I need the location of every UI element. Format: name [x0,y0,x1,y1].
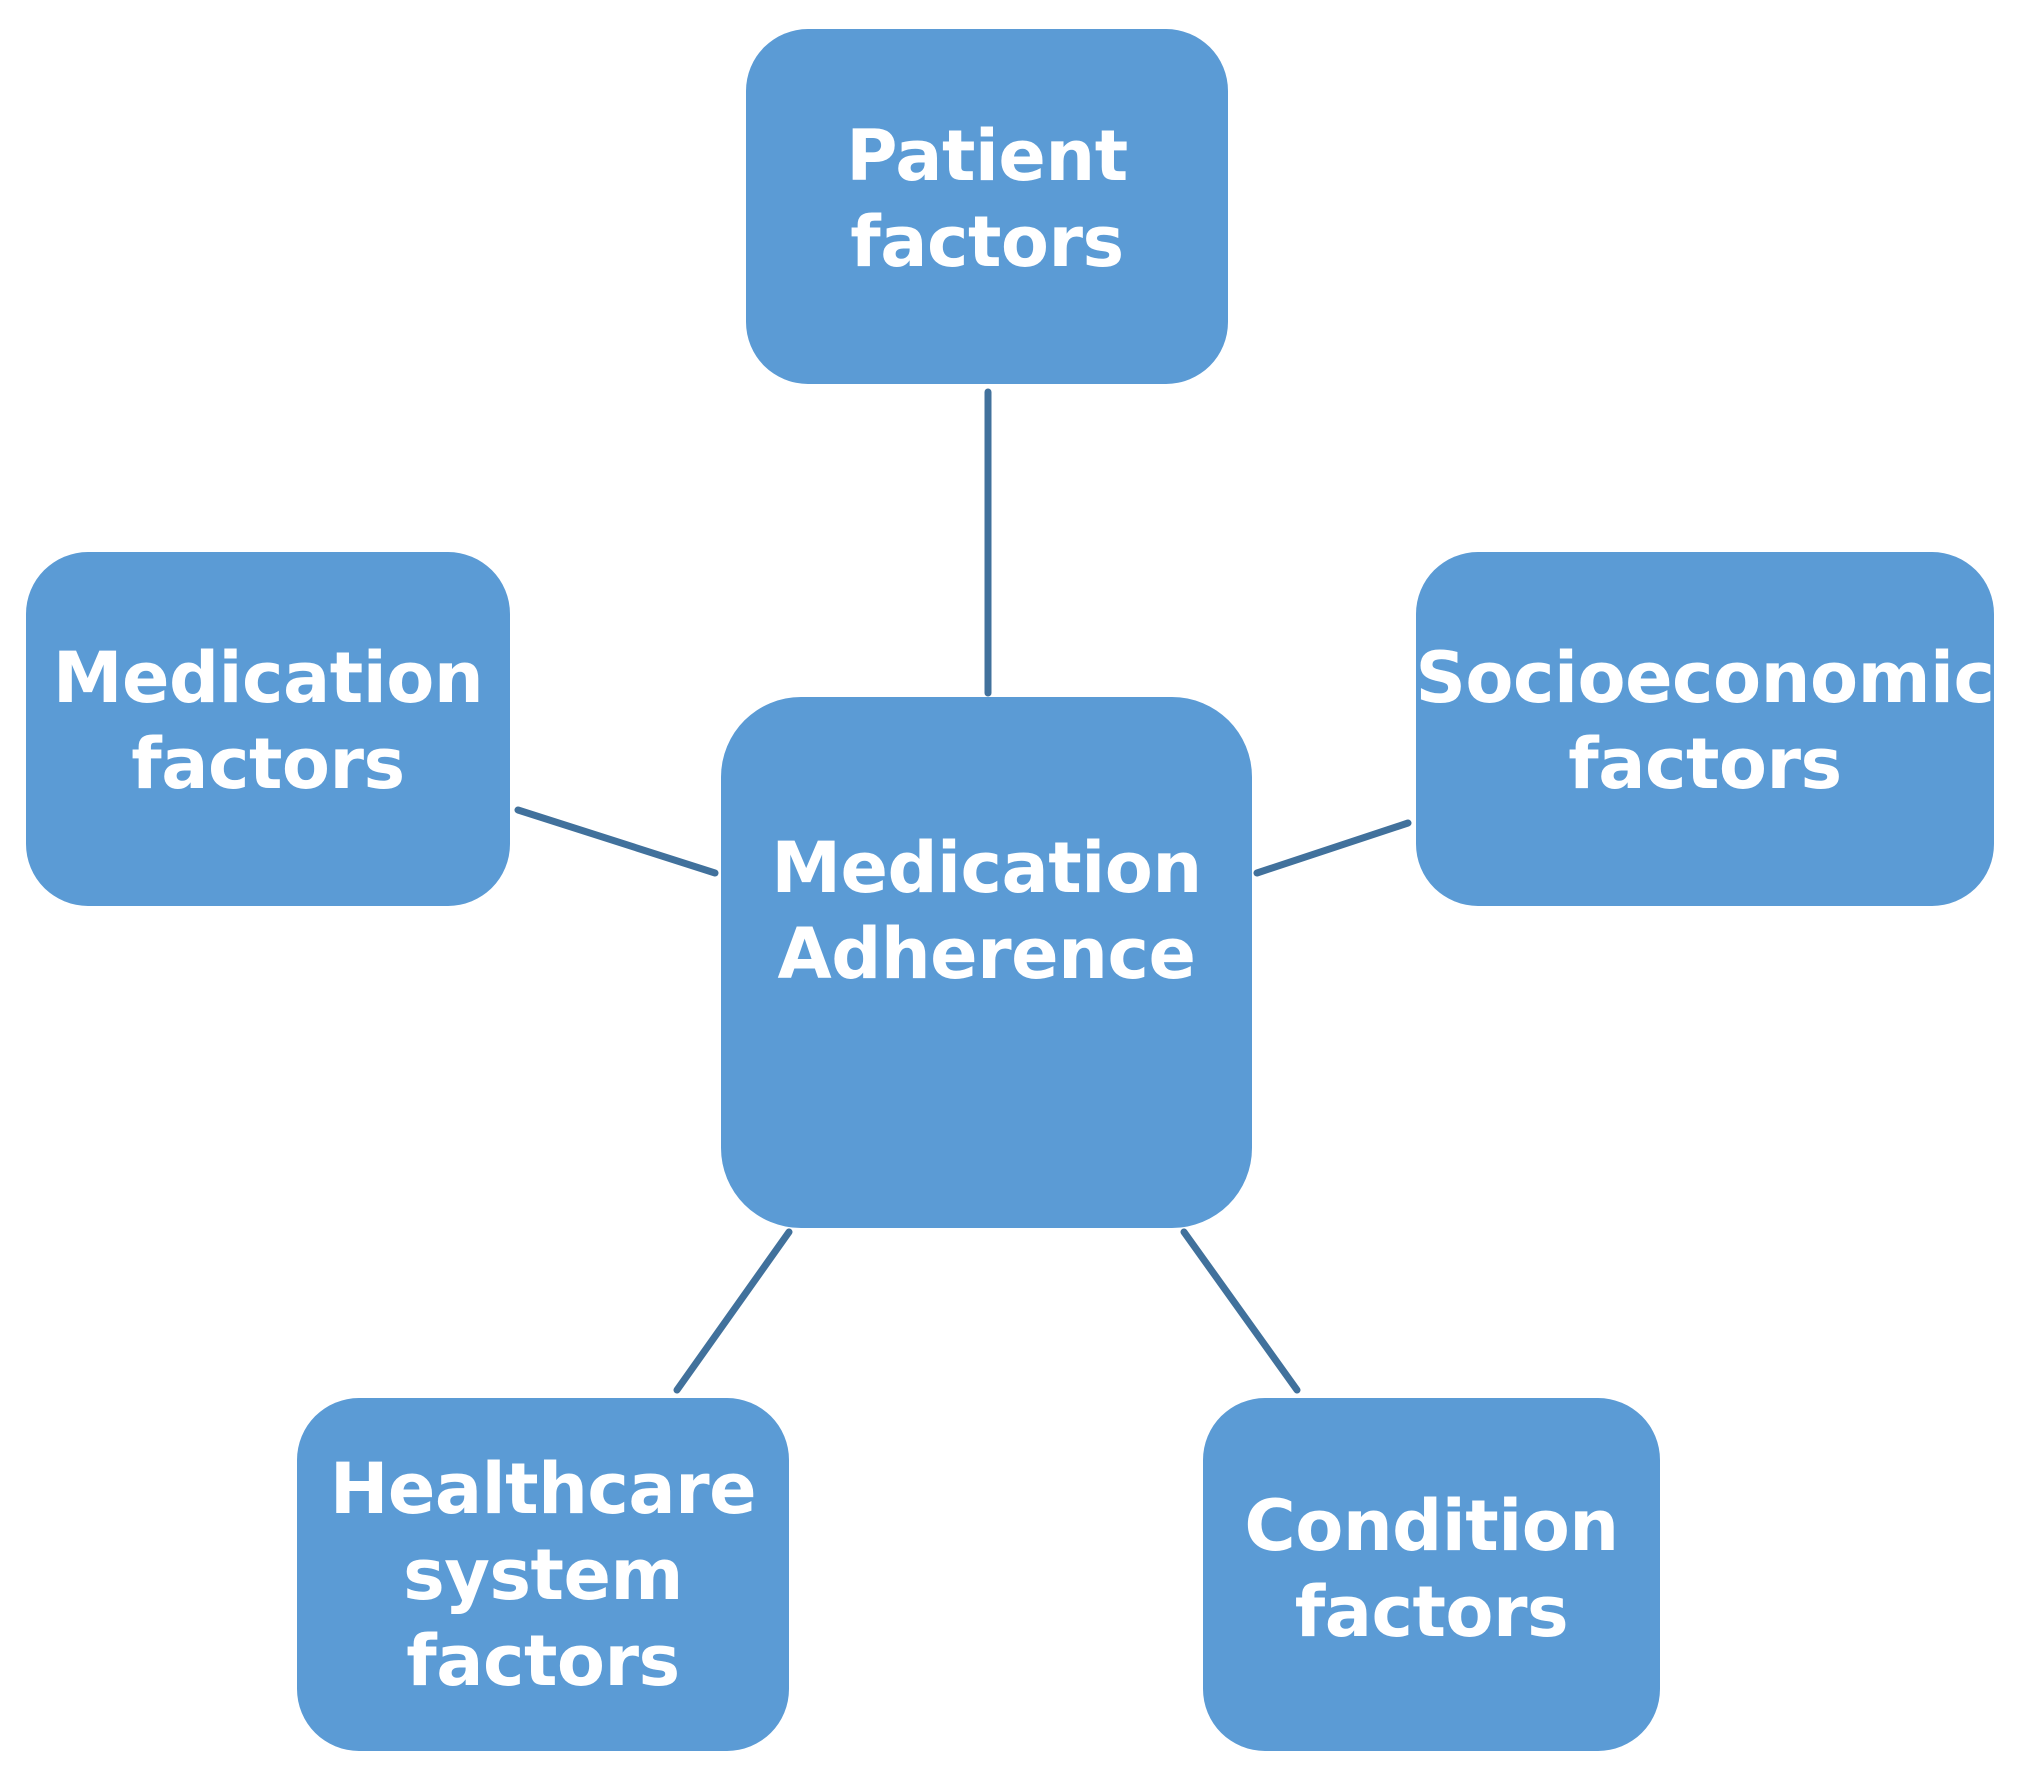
connector-healthcare [673,1228,793,1394]
patient-factors-box: Patient factors [746,29,1228,384]
healthcare-system-factors-label: Healthcare system factors [329,1447,757,1702]
patient-factors-label: Patient factors [846,114,1128,283]
connector-condition [1180,1228,1301,1394]
medication-adherence-box: Medication Adherence [721,697,1252,1228]
condition-factors-box: Condition factors [1203,1398,1660,1751]
socioeconomic-factors-label: Socioeconomic factors [1415,637,1996,805]
medication-factors-box: Medication factors [26,552,510,906]
medication-adherence-label: Medication Adherence [771,826,1202,995]
condition-factors-label: Condition factors [1244,1484,1619,1653]
healthcare-system-factors-box: Healthcare system factors [297,1398,789,1751]
medication-factors-label: Medication factors [52,637,484,805]
connector-socioeconomic [1253,819,1412,877]
socioeconomic-factors-box: Socioeconomic factors [1415,552,1996,906]
connector-medication [514,806,719,877]
